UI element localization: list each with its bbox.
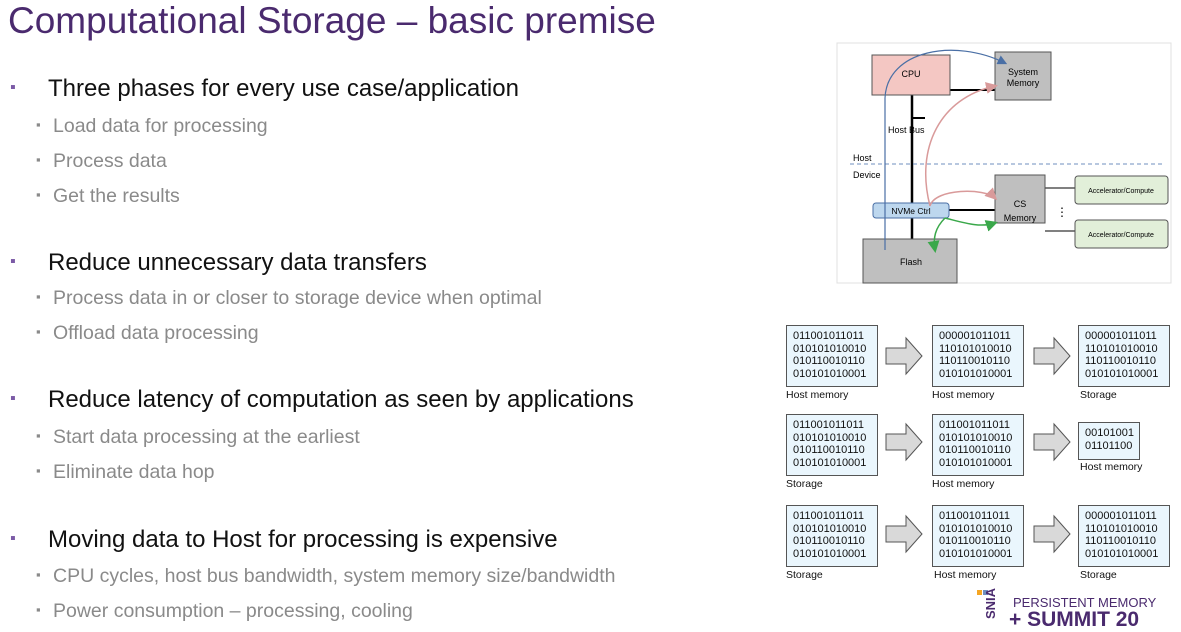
device-label: Device: [853, 170, 881, 180]
architecture-diagram: CPU System Memory Host Bus Host Device C…: [836, 42, 1172, 284]
flow-arrow: [885, 336, 923, 376]
sub-bullet: ▪Offload data processing: [36, 322, 259, 344]
cs-memory-label: Memory: [1004, 213, 1037, 223]
accelerator-label: Accelerator/Compute: [1088, 232, 1154, 239]
logo-line2: + SUMMIT 20: [1009, 608, 1140, 631]
accelerator-box: [1074, 175, 1169, 205]
pink-arrow: [925, 82, 998, 207]
nvme-ctrl-label: NVMe Ctrl: [891, 206, 930, 216]
blue-arrow: [884, 49, 1008, 250]
sub-bullet: ▪Load data for processing: [36, 115, 268, 137]
green-arrow: [927, 217, 946, 253]
accelerator-box: [1074, 219, 1169, 249]
flow-arrow: [885, 514, 923, 554]
sub-bullet: ▪Get the results: [36, 185, 180, 207]
nvme-ctrl-box: [872, 202, 950, 219]
bullet-heading: ▪Reduce latency of computation as seen b…: [10, 386, 634, 413]
cs-memory-box: [994, 174, 1046, 224]
sub-bullet: ▪Process data: [36, 150, 167, 172]
data-box-caption: Storage: [1080, 569, 1117, 581]
data-box-caption: Host memory: [932, 389, 995, 401]
logo-line1: PERSISTENT MEMORY: [1013, 595, 1157, 610]
flash-label: Flash: [900, 257, 922, 267]
bullet-heading: ▪Moving data to Host for processing is e…: [10, 526, 558, 553]
flow-arrow: [885, 422, 923, 462]
data-box-caption: Host memory: [1080, 461, 1143, 473]
data-box-caption: Storage: [786, 569, 823, 581]
system-memory-label: Memory: [1007, 78, 1040, 88]
data-box-caption: Host memory: [934, 569, 997, 581]
flow-arrow: [1033, 336, 1071, 376]
cpu-label: CPU: [901, 69, 920, 79]
sub-bullet: ▪Start data processing at the earliest: [36, 426, 360, 448]
summit-logo: SNIA PERSISTENT MEMORY + SUMMIT 20: [975, 586, 1180, 631]
system-memory-label: System: [1008, 67, 1038, 77]
cpu-box: [871, 54, 951, 96]
bullet-heading: ▪Reduce unnecessary data transfers: [10, 249, 427, 276]
flow-arrow: [1033, 514, 1071, 554]
ellipsis-dots: ⋮: [1056, 205, 1068, 219]
pink-arrow: [929, 187, 998, 207]
green-arrow: [944, 217, 998, 232]
snia-logo-icon: SNIA: [977, 587, 998, 619]
sub-bullet: ▪CPU cycles, host bus bandwidth, system …: [36, 565, 616, 587]
bullet-heading: ▪Three phases for every use case/applica…: [10, 75, 519, 102]
bullet-list: ▪Three phases for every use case/applica…: [10, 75, 634, 622]
data-box-caption: Storage: [1080, 389, 1117, 401]
cs-memory-label: CS: [1014, 199, 1027, 209]
sub-bullet: ▪Power consumption – processing, cooling: [36, 600, 413, 622]
accelerator-label: Accelerator/Compute: [1088, 188, 1154, 195]
flow-arrow: [1033, 422, 1071, 462]
sub-bullet: ▪Process data in or closer to storage de…: [36, 287, 542, 309]
host-bus-label: Host Bus: [888, 125, 925, 135]
slide-title: Computational Storage – basic premise: [8, 0, 656, 41]
sub-bullet: ▪Eliminate data hop: [36, 461, 215, 483]
host-label: Host: [853, 153, 872, 163]
data-box-caption: Storage: [786, 478, 823, 490]
svg-text:SNIA: SNIA: [983, 587, 998, 619]
data-box-caption: Host memory: [932, 478, 995, 490]
data-box-caption: Host memory: [786, 389, 849, 401]
flash-box: [862, 238, 958, 284]
